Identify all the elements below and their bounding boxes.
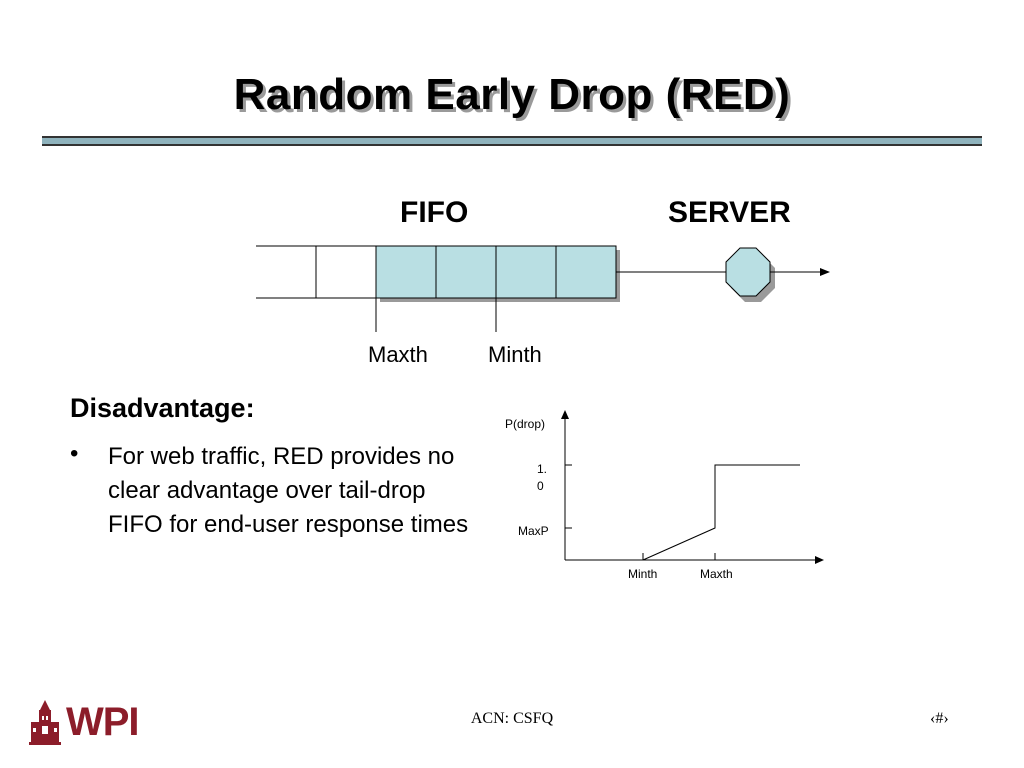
queue-slot-filled (495, 245, 557, 299)
y-tick-label-maxp: MaxP (518, 524, 549, 538)
disadvantage-heading: Disadvantage: (70, 393, 255, 423)
server-label: SERVER (668, 196, 791, 229)
y-axis-label: P(drop) (505, 417, 546, 431)
wpi-logo-text: WPI (66, 700, 140, 744)
x-tick-label-minth: Minth (628, 567, 658, 581)
x-tick-label-maxth: Maxth (700, 567, 733, 581)
x-axis-arrow (815, 556, 824, 564)
y-axis-arrow (561, 410, 569, 419)
drop-curve (642, 464, 800, 561)
queue-slot-empty (315, 245, 377, 299)
wpi-tower-logo (29, 700, 61, 745)
bullet-marker: • (70, 440, 79, 467)
footer-text: ACN: CSFQ (470, 710, 554, 727)
queue-slot-filled (435, 245, 497, 299)
page-number: ‹#› (930, 710, 949, 727)
server-octagon (725, 247, 771, 297)
title-divider (42, 136, 982, 146)
fifo-label: FIFO (400, 196, 469, 229)
maxth-label: Maxth (368, 342, 428, 367)
queue-slot-filled (375, 245, 437, 299)
slide-title: Random Early Drop (RED) (233, 70, 791, 119)
output-arrow-head (820, 268, 830, 276)
y-tick-label-1: 1.0 (537, 462, 548, 493)
queue-slot-filled (555, 245, 617, 299)
queue-diagram (256, 245, 830, 332)
minth-label: Minth (488, 342, 542, 367)
drop-probability-chart (561, 410, 824, 564)
bullet-text: For web traffic, RED provides no clear a… (108, 443, 469, 538)
